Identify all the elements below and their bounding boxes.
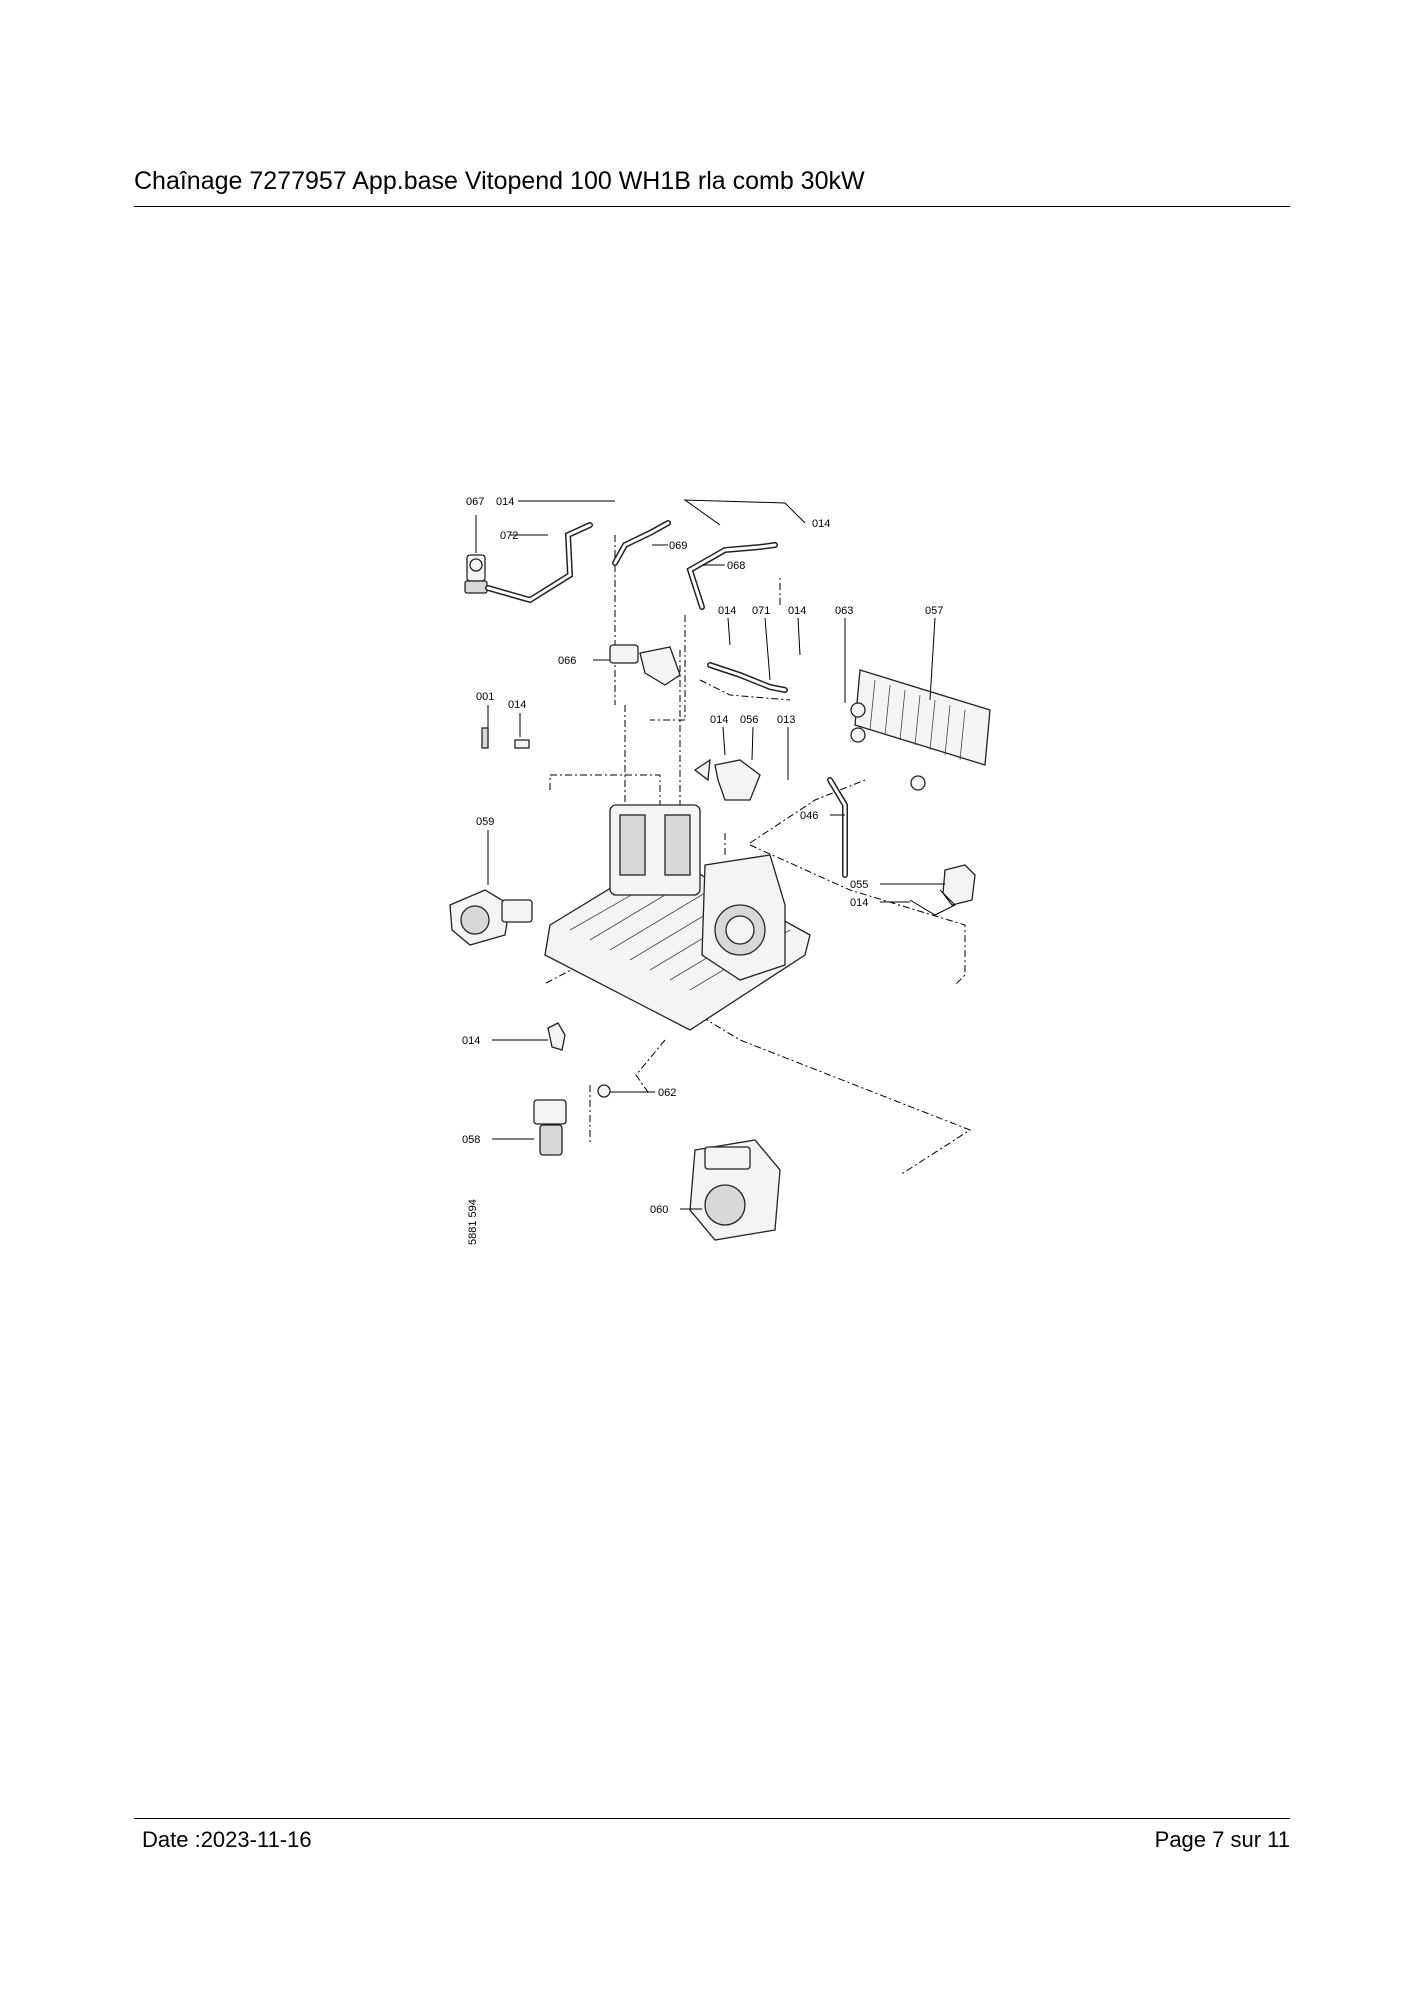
label-001: 001: [476, 691, 494, 703]
label-014: 014: [496, 496, 514, 508]
pipe-069: [612, 520, 671, 566]
label-046: 046: [800, 810, 818, 822]
part-067-valve: [464, 554, 488, 594]
label-014: 014: [718, 605, 736, 617]
label-014: 014: [788, 605, 806, 617]
label-014: 014: [812, 518, 830, 530]
label-059: 059: [476, 816, 494, 828]
pipe-071: [707, 662, 788, 693]
header-rule: [134, 206, 1290, 207]
footer-page-number: Page 7 sur 11: [1154, 1827, 1290, 1852]
pipe-046: [827, 777, 848, 878]
part-labels: 067 014 072 069 014 068 014 071 014 063 …: [462, 496, 943, 1245]
label-013: 013: [777, 714, 795, 726]
pipe-068: [686, 542, 778, 610]
label-014: 014: [710, 714, 728, 726]
leader-lines: [475, 499, 945, 1210]
label-060: 060: [650, 1204, 668, 1216]
part-057-heat-exchanger: [850, 669, 991, 791]
label-056: 056: [740, 714, 758, 726]
exploded-parts-diagram: 067 014 072 069 014 068 014 071 014 063 …: [440, 475, 1000, 1265]
part-060-pump-motor: [689, 1139, 781, 1241]
label-067: 067: [466, 496, 484, 508]
label-014: 014: [850, 897, 868, 909]
part-014-clip: [547, 1022, 566, 1051]
part-059-pump: [449, 889, 533, 946]
label-071: 071: [752, 605, 770, 617]
part-062-seal-ring: [597, 1084, 611, 1098]
label-066: 066: [558, 655, 576, 667]
footer-rule: [134, 1818, 1290, 1819]
label-014: 014: [462, 1035, 480, 1047]
part-001-sensor: [481, 727, 530, 749]
label-063: 063: [835, 605, 853, 617]
label-057: 057: [925, 605, 943, 617]
label-014: 014: [508, 699, 526, 711]
pipe-072: [485, 522, 593, 604]
part-055-cap: [909, 864, 976, 916]
label-055: 055: [850, 879, 868, 891]
part-056-valve: [693, 758, 761, 801]
label-068: 068: [727, 560, 745, 572]
label-069: 069: [669, 540, 687, 552]
part-058-valve: [533, 1099, 567, 1156]
label-072: 072: [500, 530, 518, 542]
label-058: 058: [462, 1134, 480, 1146]
part-hydraulic-block: [701, 854, 786, 981]
part-066-valve: [609, 644, 681, 686]
label-062: 062: [658, 1087, 676, 1099]
footer-date: Date :2023-11-16: [142, 1827, 312, 1852]
page-title: Chaînage 7277957 App.base Vitopend 100 W…: [134, 167, 865, 195]
figure-number: 5881 594: [467, 1199, 479, 1245]
